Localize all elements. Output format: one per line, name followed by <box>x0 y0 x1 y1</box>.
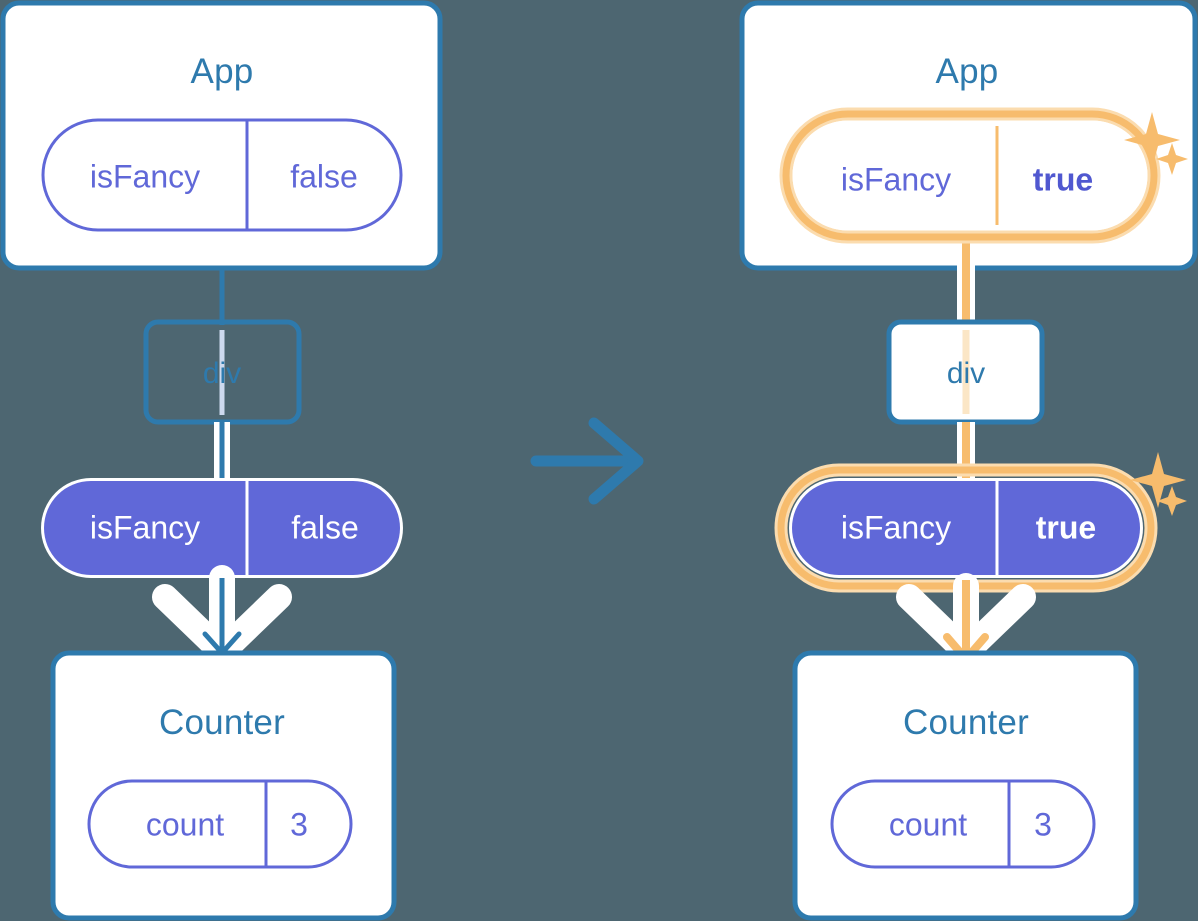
div-box-inner-line-left <box>219 332 225 412</box>
box-div-right <box>886 319 1045 425</box>
sparkle-icon-app-right <box>1124 112 1188 175</box>
pill-app-state-right <box>779 107 1161 244</box>
transition-arrow-icon <box>530 417 644 505</box>
arrow-props-to-counter-right <box>896 573 1036 665</box>
arrow-props-to-counter-left <box>152 565 292 665</box>
highlight-ring-app-right <box>779 107 1161 244</box>
pill-props-right <box>774 463 1158 593</box>
pill-counter-state-right <box>830 779 1096 869</box>
sparkle-icon-props-right <box>1130 452 1187 516</box>
pill-app-state-left <box>41 118 403 232</box>
pill-props-left <box>41 478 403 578</box>
pill-counter-state-left <box>87 779 353 869</box>
